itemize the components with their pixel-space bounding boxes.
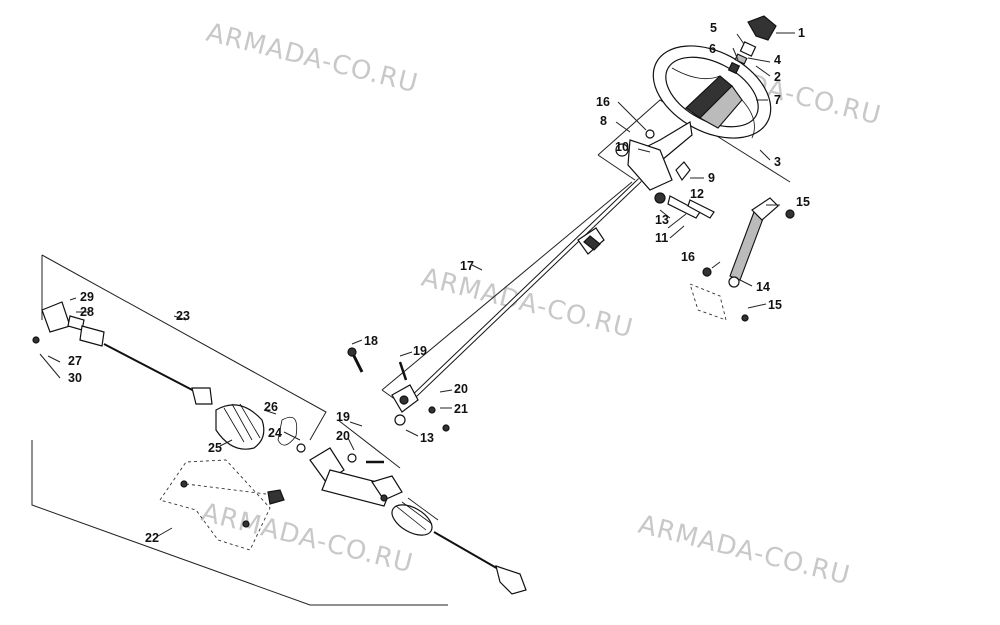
callout-14: 14 (756, 280, 770, 294)
bracket-8-right (719, 137, 791, 183)
callout-24: 24 (268, 426, 282, 440)
bracket-22 (31, 440, 448, 606)
callout-28: 28 (80, 305, 94, 319)
callout-10: 10 (615, 140, 629, 154)
callout-13: 13 (655, 213, 669, 227)
callout-2: 2 (774, 70, 781, 84)
callout-4: 4 (774, 53, 781, 67)
callout-20: 20 (454, 382, 468, 396)
callout-labels: 1 2 3 4 5 6 7 8 9 10 11 12 13 13 14 15 1… (68, 21, 810, 545)
bracket-8-lower (597, 154, 636, 181)
intermediate-shaft (391, 178, 642, 426)
watermark-text: ARMADA-CO.RU (635, 510, 853, 592)
callout-16: 16 (596, 95, 610, 109)
callout-19: 19 (336, 410, 350, 424)
callout-15: 15 (768, 298, 782, 312)
callout-19: 19 (413, 344, 427, 358)
callout-27: 27 (68, 354, 82, 368)
watermark-text: ARMADA-CO.RU (198, 498, 416, 580)
lower-fasteners (347, 347, 450, 432)
callout-6: 6 (709, 42, 716, 56)
steering-rack (309, 447, 527, 595)
nut-part-4 (739, 41, 757, 57)
callout-20: 20 (336, 429, 350, 443)
bracket-23 (41, 254, 327, 441)
callout-3: 3 (774, 155, 781, 169)
steering-damper (689, 197, 795, 322)
callout-9: 9 (708, 171, 715, 185)
callout-25: 25 (208, 441, 222, 455)
tie-rod-assembly (32, 301, 306, 453)
callout-26: 26 (264, 400, 278, 414)
callout-17: 17 (460, 259, 474, 273)
callout-30: 30 (68, 371, 82, 385)
callout-16: 16 (681, 250, 695, 264)
steering-wheel (652, 45, 772, 139)
mounting-bracket (159, 459, 285, 551)
callout-12: 12 (690, 187, 704, 201)
callout-5: 5 (710, 21, 717, 35)
callout-21: 21 (454, 402, 468, 416)
callout-8: 8 (600, 114, 607, 128)
callout-22: 22 (145, 531, 159, 545)
callout-7: 7 (774, 93, 781, 107)
callout-13: 13 (420, 431, 434, 445)
group-brackets (31, 99, 791, 606)
bracket-17-top (381, 181, 633, 391)
leader-lines (39, 32, 795, 537)
cap-part-1 (747, 15, 777, 41)
callout-18: 18 (364, 334, 378, 348)
hub-parts (727, 15, 777, 75)
callout-23: 23 (176, 309, 190, 323)
bracket-19 (337, 419, 401, 469)
callout-11: 11 (655, 231, 668, 245)
callout-15: 15 (796, 195, 810, 209)
steering-column-upper (615, 121, 715, 219)
callout-1: 1 (798, 26, 805, 40)
callout-29: 29 (80, 290, 94, 304)
watermark-text: ARMADA-CO.RU (203, 18, 421, 100)
nut-part-6 (727, 61, 741, 75)
